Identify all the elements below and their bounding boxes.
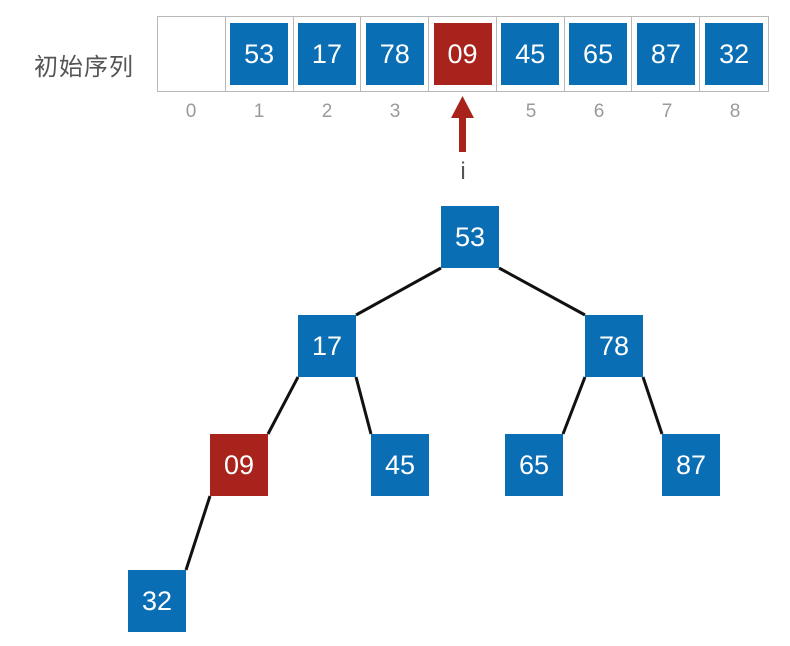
tree-edges: [184, 266, 664, 571]
tree-edge-1-3: [498, 266, 586, 317]
index-label-8: 8: [729, 101, 741, 122]
index-label-6: 6: [593, 101, 605, 122]
pointer-arrow-shaft: [459, 116, 466, 152]
tree-node-4: 09: [210, 434, 268, 496]
array-cell-8: 32: [700, 17, 768, 91]
array-value-7: 87: [636, 23, 695, 85]
pointer-arrow-head: [451, 96, 474, 118]
index-label-5: 5: [525, 101, 537, 122]
tree-edge-3-7: [641, 376, 664, 435]
tree-node-7: 87: [662, 434, 720, 496]
tree-edge-2-5: [354, 376, 373, 435]
index-row: 0 1 2 3 5 6 7 8: [157, 101, 769, 123]
pointer-label: i: [460, 158, 466, 185]
index-label-7: 7: [661, 101, 673, 122]
index-label-0: 0: [185, 101, 197, 122]
array-cell-6: 65: [565, 17, 633, 91]
array-cell-4: 09: [429, 17, 497, 91]
array-cell-5: 45: [497, 17, 565, 91]
index-label-1: 1: [253, 101, 265, 122]
array-value-3: 78: [365, 23, 424, 85]
array-value-2: 17: [297, 23, 356, 85]
tree-node-3: 78: [585, 315, 643, 377]
array-cell-0: [158, 17, 226, 91]
sequence-label: 初始序列: [34, 54, 134, 81]
array-cell-3: 78: [361, 17, 430, 91]
tree-node-1: 53: [441, 206, 499, 268]
array-row: 53 17 78 09 45 65 87 32: [157, 16, 769, 92]
array-value-4: 09: [433, 23, 492, 85]
tree-edge-2-4: [266, 376, 300, 435]
pointer-arrow: [451, 96, 474, 152]
array-cell-2: 17: [294, 17, 362, 91]
tree-edge-3-6: [561, 376, 587, 435]
array-value-5: 45: [501, 23, 560, 85]
array-value-6: 65: [569, 23, 628, 85]
array-cell-7: 87: [632, 17, 701, 91]
tree-node-6: 65: [505, 434, 563, 496]
array-value-8: 32: [705, 23, 764, 85]
tree-node-5: 45: [371, 434, 429, 496]
index-label-2: 2: [321, 101, 333, 122]
array-value-1: 53: [230, 23, 289, 85]
array-cell-1: 53: [226, 17, 294, 91]
tree-node-8: 32: [128, 570, 186, 632]
index-label-3: 3: [389, 101, 401, 122]
tree-edge-1-2: [355, 266, 442, 317]
tree-node-2: 17: [298, 315, 356, 377]
tree-edge-4-8: [184, 495, 212, 571]
